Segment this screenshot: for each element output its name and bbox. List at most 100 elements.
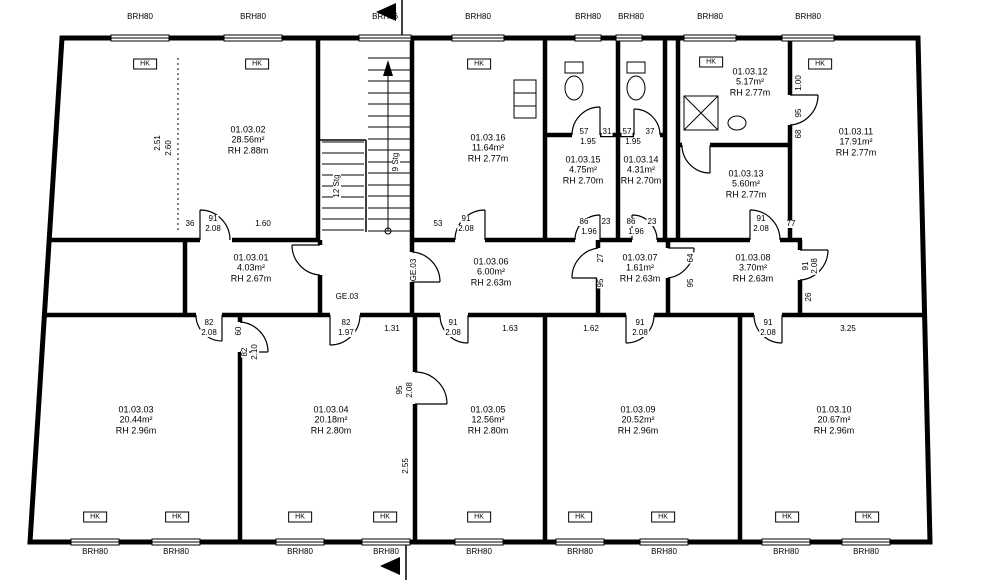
- dim-label: 2.08: [457, 224, 475, 233]
- room-id: 01.03.13: [728, 168, 764, 179]
- dim-label: 77: [785, 219, 797, 228]
- room-area: 5.17m²: [735, 76, 765, 87]
- dim-label: 2.08: [444, 328, 462, 337]
- room-label-01-03-09: 01.03.09 20.52m² RH 2.96m: [618, 404, 659, 435]
- room-id: 01.03.08: [735, 252, 771, 263]
- radiator-hk: HK: [775, 511, 799, 523]
- dim-label: 91: [801, 260, 810, 272]
- fixtures: [513, 61, 747, 131]
- room-label-01-03-14: 01.03.14 4.31m² RH 2.70m: [621, 154, 662, 185]
- section-arrows: [376, 0, 407, 580]
- dim-label: 23: [646, 217, 658, 226]
- room-label-01-03-06: 01.03.06 6.00m² RH 2.63m: [471, 256, 512, 287]
- sill-label: BRH80: [651, 547, 677, 556]
- stairs: [318, 57, 410, 235]
- radiator-hk: HK: [373, 511, 397, 523]
- dim-label: 1.96: [627, 227, 645, 236]
- room-height: RH 2.80m: [467, 425, 509, 436]
- sill-label: BRH80: [287, 547, 313, 556]
- radiator-hk: HK: [467, 511, 491, 523]
- room-id: 01.03.05: [470, 404, 506, 415]
- dim-label: 82: [240, 346, 249, 358]
- dim-label: 95: [794, 107, 803, 119]
- room-height: RH 2.96m: [813, 425, 855, 436]
- shower-icon: [683, 95, 719, 131]
- sill-label: BRH80: [795, 12, 821, 21]
- windows: [70, 34, 891, 546]
- room-label-01-03-11: 01.03.11 17.91m² RH 2.77m: [836, 126, 877, 157]
- sill-label: BRH80: [465, 12, 491, 21]
- room-height: RH 2.63m: [619, 273, 661, 284]
- sill-label: BRH80: [373, 547, 399, 556]
- room-height: RH 2.80m: [310, 425, 352, 436]
- dim-label: 2.08: [200, 328, 218, 337]
- dim-label: 91: [634, 318, 646, 327]
- dim-label: 91: [755, 214, 767, 223]
- dim-label: 1.96: [580, 227, 598, 236]
- stair-flight-label: 12 Stg: [332, 173, 341, 199]
- room-label-01-03-01: 01.03.01 4.03m² RH 2.67m: [231, 252, 272, 283]
- room-height: RH 2.63m: [470, 277, 512, 288]
- radiator-hk: HK: [467, 58, 491, 70]
- room-label-01-03-05: 01.03.05 12.56m² RH 2.80m: [468, 404, 509, 435]
- dim-label: 2.08: [752, 224, 770, 233]
- dim-label: 57: [621, 127, 633, 136]
- toilet-icon: [564, 75, 584, 101]
- room-id: 01.03.14: [623, 154, 659, 165]
- dim-label: 1.31: [383, 324, 401, 333]
- arrow-bottom-icon: [380, 557, 400, 575]
- sill-label: BRH80: [773, 547, 799, 556]
- dim-label: 2.08: [631, 328, 649, 337]
- sill-label: BRH80: [567, 547, 593, 556]
- room-id: 01.03.12: [732, 66, 768, 77]
- arrow-top-icon: [376, 3, 396, 21]
- dim-label: 91: [762, 318, 774, 327]
- dim-label: 1.95: [579, 137, 597, 146]
- dim-label: 2.60: [164, 139, 173, 157]
- radiator-hk: HK: [808, 58, 832, 70]
- dim-label: 36: [184, 219, 196, 228]
- radiator-hk: HK: [699, 56, 723, 68]
- sill-label: BRH86: [372, 12, 398, 21]
- interior-walls: [44, 38, 925, 543]
- room-area: 5.60m²: [731, 178, 761, 189]
- room-area: 4.31m²: [626, 164, 656, 175]
- dim-label: 1.00: [794, 74, 803, 92]
- room-height: RH 2.77m: [835, 147, 877, 158]
- room-area: 4.03m²: [236, 262, 266, 273]
- radiator-hk: HK: [83, 511, 107, 523]
- radiator-hk: HK: [288, 511, 312, 523]
- stair-flight-label: 9 Stg: [391, 151, 400, 173]
- dim-label: 27: [596, 252, 605, 264]
- room-area: 20.67m²: [817, 414, 851, 425]
- room-label-01-03-03: 01.03.03 20.44m² RH 2.96m: [116, 404, 157, 435]
- dim-label: 64: [686, 252, 695, 264]
- dim-label: 82: [203, 318, 215, 327]
- dim-label: 91: [447, 318, 459, 327]
- room-label-01-03-02: 01.03.02 28.56m² RH 2.88m: [228, 124, 269, 155]
- door-tag-ge03: GE.03: [335, 292, 359, 301]
- dim-label: 60: [234, 325, 243, 337]
- room-area: 4.75m²: [568, 164, 598, 175]
- dim-label: 2.08: [810, 257, 819, 275]
- sink-icon: [727, 115, 747, 131]
- dim-label: 86: [625, 217, 637, 226]
- dim-label: 68: [794, 128, 803, 140]
- cabinet-icon: [513, 79, 537, 119]
- radiator-hk: HK: [855, 511, 879, 523]
- dim-label: 95: [686, 277, 695, 289]
- room-height: RH 2.77m: [729, 87, 771, 98]
- toilet-icon: [626, 75, 646, 101]
- sill-label: BRH80: [163, 547, 189, 556]
- dim-label: 86: [578, 217, 590, 226]
- dim-label: 53: [432, 219, 444, 228]
- room-label-01-03-16: 01.03.16 11.64m² RH 2.77m: [468, 132, 509, 163]
- sill-label: BRH80: [240, 12, 266, 21]
- room-area: 6.00m²: [476, 266, 506, 277]
- sill-label: BRH80: [466, 547, 492, 556]
- room-id: 01.03.01: [233, 252, 269, 263]
- room-id: 01.03.06: [473, 256, 509, 267]
- radiator-hk: HK: [133, 58, 157, 70]
- room-area: 1.61m²: [625, 262, 655, 273]
